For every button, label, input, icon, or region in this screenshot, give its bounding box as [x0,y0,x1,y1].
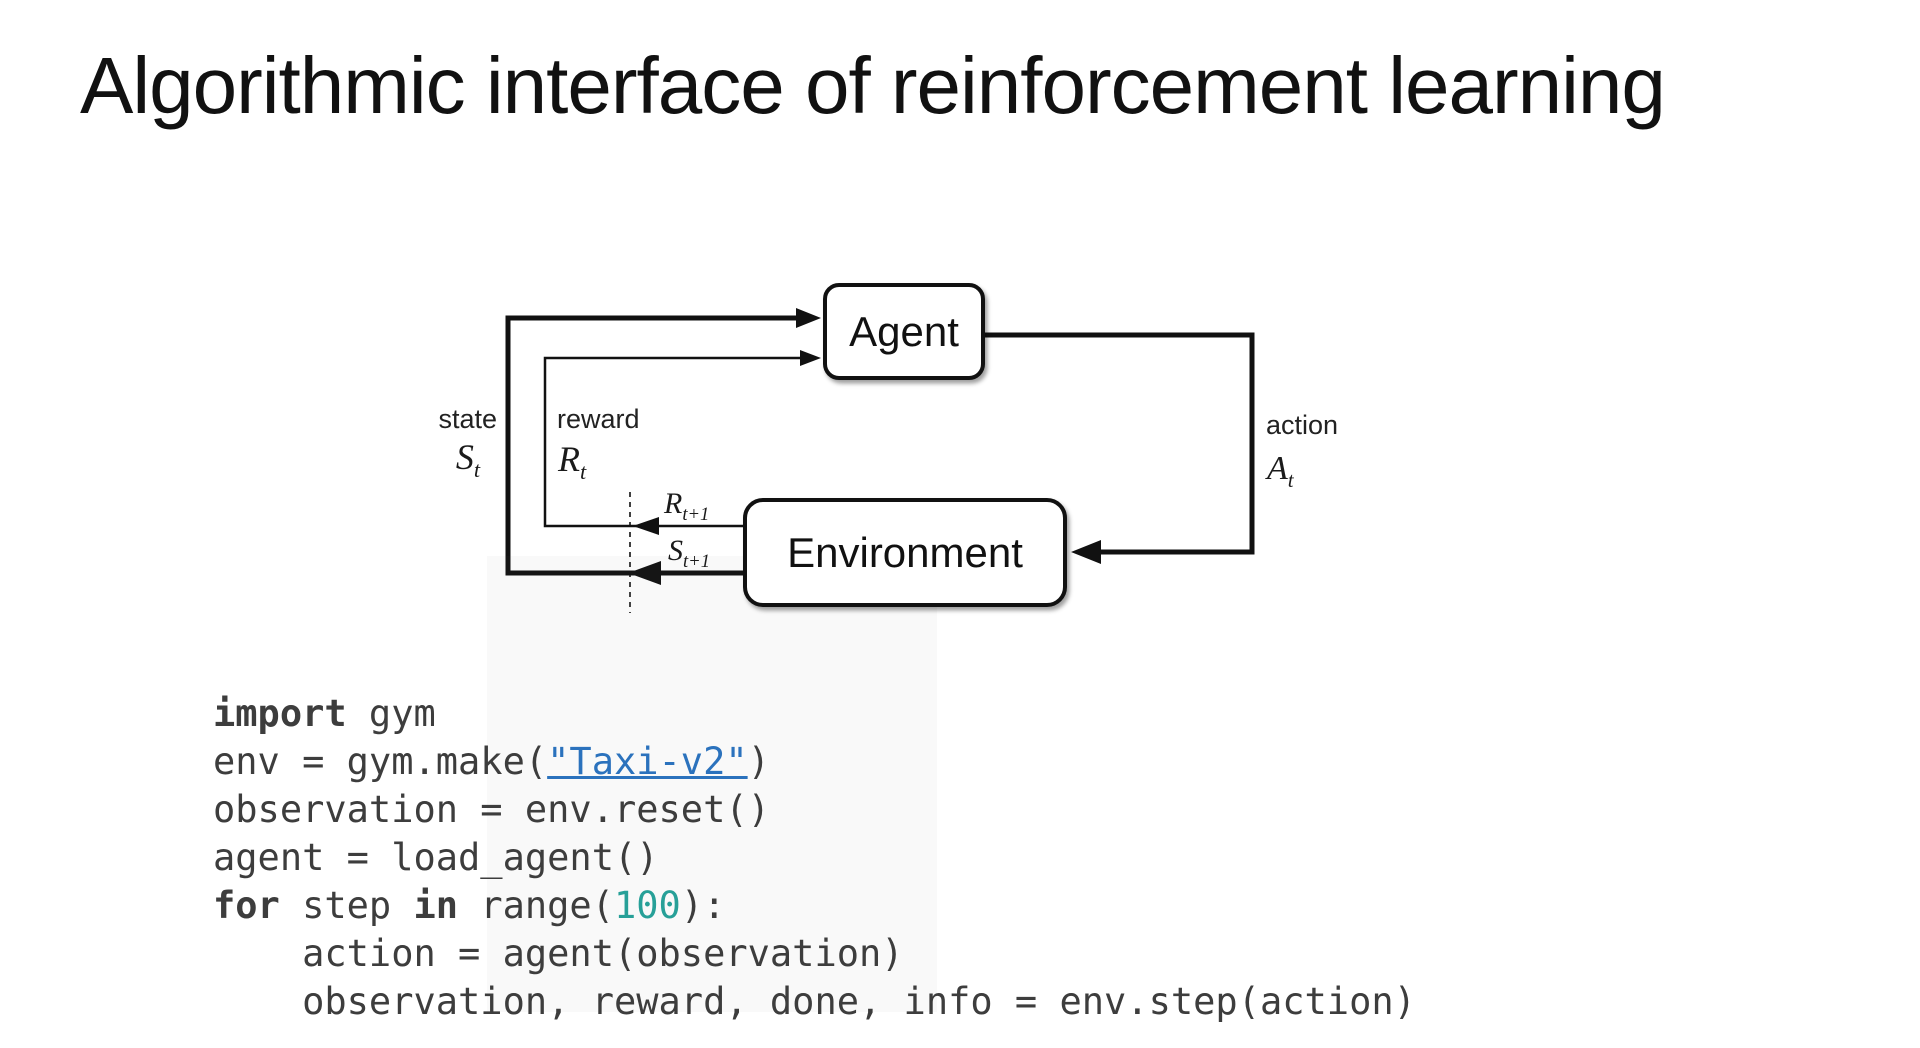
code-text: gym [346,692,436,735]
code-text: agent = load_agent() [213,836,659,879]
code-text: ) [747,740,770,783]
next-reward-arrowhead-icon [633,517,659,535]
action-label: action [1266,410,1339,440]
next-state-arrowhead-icon [628,561,661,585]
code-line: observation, reward, done, info = env.st… [213,978,1416,1026]
code-number: 100 [613,884,681,927]
code-text: observation, reward, done, info = env.st… [213,980,1416,1023]
code-text: action = agent(observation) [213,932,904,975]
code-keyword: for [213,884,280,927]
code-text: env = gym.make( [213,740,548,783]
agent-node-label: Agent [849,307,959,355]
code-keyword: import [213,692,347,735]
code-line: import gym [213,690,1416,738]
state-arrowhead-icon [796,308,821,328]
code-line: env = gym.make("Taxi-v2") [213,738,1416,786]
reward-symbol: Rt [558,439,587,485]
next-state-symbol: St+1 [668,534,711,572]
code-background-artifact [487,556,937,1012]
reward-arrowhead-icon [800,350,821,366]
code-text: step [279,884,414,927]
state-symbol: St [455,437,481,483]
agent-node: Agent [823,283,985,380]
taxi-v2-link[interactable]: "Taxi-v2" [547,740,748,783]
action-symbol: At [1267,450,1294,492]
code-text: range( [458,884,614,927]
reward-label: reward [557,404,640,434]
code-text: observation = env.reset() [213,788,770,831]
action-arrowhead-icon [1071,540,1101,564]
state-line [505,315,800,576]
code-line: action = agent(observation) [213,930,1416,978]
environment-node-label: Environment [787,528,1023,576]
code-line: agent = load_agent() [213,834,1416,882]
slide-title: Algorithmic interface of reinforcement l… [80,41,1666,130]
code-line: observation = env.reset() [213,786,1416,834]
next-reward-symbol: Rt+1 [664,487,710,525]
code-keyword: in [413,884,459,927]
action-line [985,332,1255,555]
environment-node: Environment [743,498,1067,607]
code-line: for step in range(100): [213,882,1416,930]
state-label: state [438,404,497,434]
code-text: ): [680,884,726,927]
